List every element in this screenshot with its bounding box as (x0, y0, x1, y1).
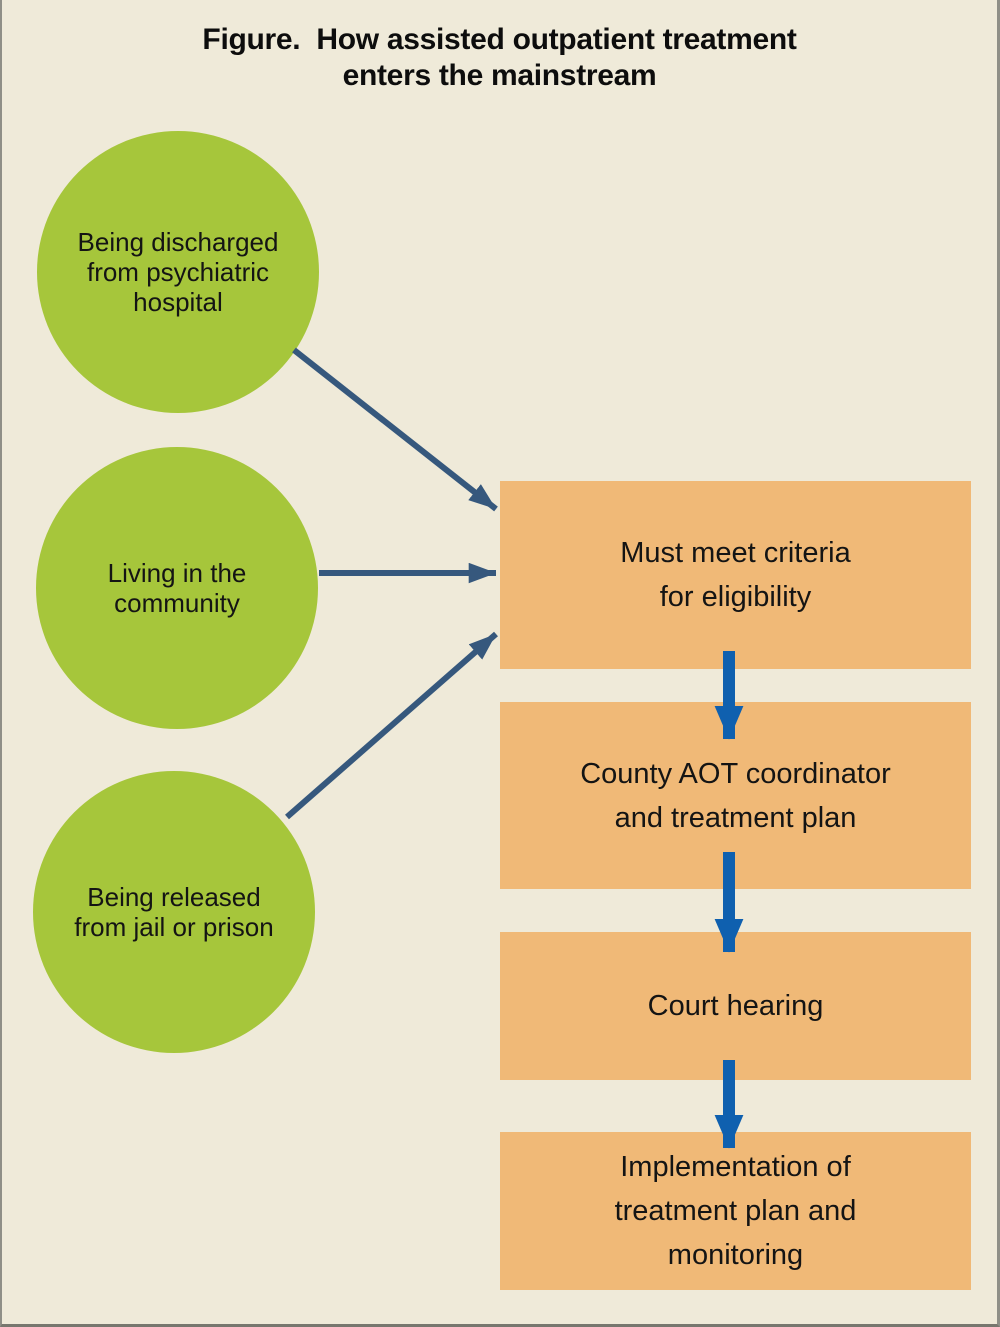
step-box-court-hearing: Court hearing (500, 932, 971, 1080)
source-circle-psychiatric-hospital: Being discharged from psychiatric hospit… (37, 131, 319, 413)
arrow-hospital-to-eligibility (292, 347, 498, 512)
source-circle-label: Being discharged from psychiatric hospit… (77, 227, 279, 317)
source-circle-label: Being released from jail or prison (74, 882, 274, 942)
step-box-implementation-monitoring: Implementation of treatment plan and mon… (500, 1132, 971, 1290)
step-box-label: County AOT coordinator and treatment pla… (580, 757, 891, 834)
figure-title: Figure. How assisted outpatient treatmen… (202, 23, 797, 92)
source-circle-label: Living in the community (107, 558, 247, 618)
source-circle-community: Living in the community (36, 447, 318, 729)
source-circle-jail-prison: Being released from jail or prison (33, 771, 315, 1053)
step-box-label: Court hearing (647, 990, 824, 1022)
step-box-aot-coordinator: County AOT coordinator and treatment pla… (500, 702, 971, 889)
step-box-label: Must meet criteria for eligibility (620, 537, 851, 613)
step-box-eligibility-criteria: Must meet criteria for eligibility (500, 481, 971, 669)
arrow-jail-to-eligibility (285, 631, 498, 820)
step-box-label: Implementation of treatment plan and mon… (614, 1151, 857, 1271)
